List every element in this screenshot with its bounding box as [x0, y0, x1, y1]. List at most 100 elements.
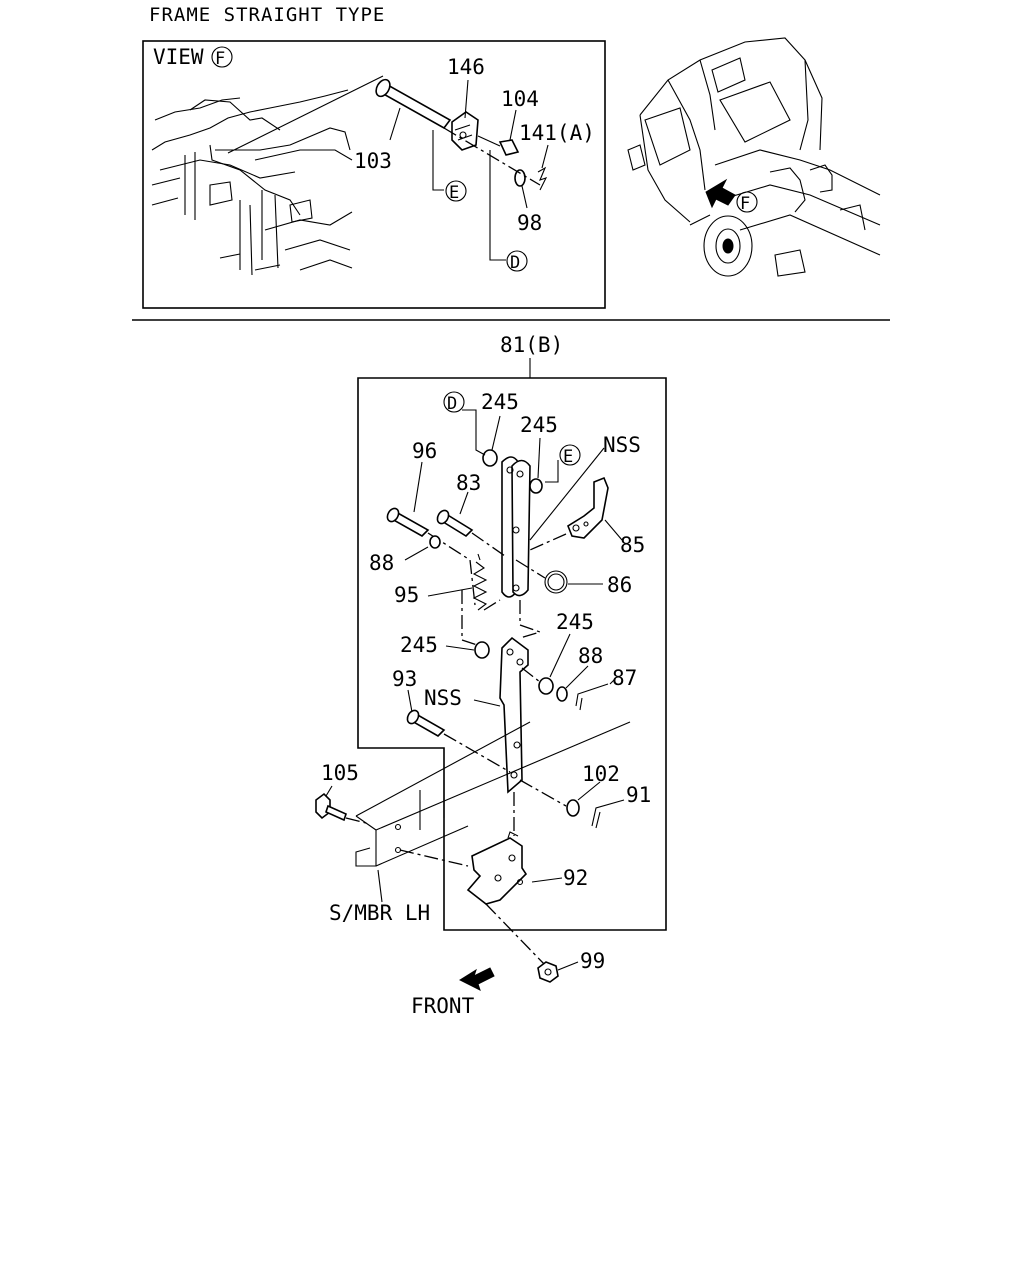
bolt-83-axis [471, 532, 506, 557]
bolt-104 [477, 135, 520, 156]
leader-83 [459, 491, 469, 515]
callout-92: 92 [563, 866, 588, 890]
view-axis-line [443, 127, 541, 186]
leader-smbr [377, 869, 383, 903]
spring-lower-axis [461, 590, 481, 647]
leader-ref-d-main [462, 409, 486, 456]
truck-sketch: F [627, 37, 881, 277]
nut-axis [485, 903, 547, 967]
assembly-boundary [357, 377, 667, 931]
diagram-title: FRAME STRAIGHT TYPE [149, 4, 385, 26]
leader-92 [531, 877, 563, 883]
ref-circle-f-truck: F [736, 191, 758, 214]
frame-label: S/MBR LH [329, 901, 430, 925]
callout-88-lower: 88 [578, 644, 603, 668]
leader-93 [407, 689, 413, 713]
leader-99 [557, 961, 579, 971]
bracket-85-axis [529, 533, 567, 551]
bracket-92 [466, 831, 528, 905]
leader-ref-e [432, 130, 444, 191]
bolt-93 [406, 709, 446, 737]
cotter-pin-91 [591, 799, 625, 829]
washer-98 [514, 169, 526, 187]
callout-245-lower-right: 245 [556, 610, 594, 634]
leader-245-top [491, 415, 501, 451]
callout-88-upper: 88 [369, 551, 394, 575]
svg-text:F: F [740, 194, 750, 214]
view-marker-letter: F [215, 49, 225, 69]
bolt-105 [315, 792, 347, 822]
leader-105 [325, 785, 333, 797]
front-arrow-icon [458, 967, 495, 991]
svg-text:E: E [449, 183, 459, 203]
pin-141 [537, 166, 548, 191]
leader-88-upper [404, 546, 429, 561]
upper-link [501, 456, 531, 598]
leader-141 [541, 144, 549, 169]
bolt-83 [436, 509, 474, 538]
leader-103 [389, 107, 401, 141]
view-f-panel: VIEW F [142, 40, 606, 309]
bracket-85 [567, 476, 609, 539]
truck-wheel [703, 215, 753, 277]
bushing-245-lower-right [538, 677, 554, 695]
callout-86: 86 [607, 573, 632, 597]
callout-141a: 141(A) [519, 121, 595, 145]
callout-85: 85 [620, 533, 645, 557]
spring-axis [483, 599, 501, 611]
svg-text:D: D [510, 253, 520, 273]
callout-99: 99 [580, 949, 605, 973]
lower-lever [499, 636, 529, 794]
leader-nss-lower [473, 699, 501, 707]
nut-99 [537, 961, 559, 983]
bolt-93-axis [443, 733, 511, 773]
leader-104 [509, 109, 517, 141]
pin-103 [375, 78, 452, 130]
ref-circle-e-main: E [559, 444, 581, 467]
spring-95 [472, 553, 488, 611]
view-leader-line [227, 75, 384, 154]
callout-245-right: 245 [520, 413, 558, 437]
callout-81b: 81(B) [500, 333, 563, 357]
link-connector-line [519, 600, 543, 639]
ref-circle-d-main: D [443, 391, 465, 414]
leader-245-lower-left [445, 645, 475, 651]
callout-103: 103 [354, 149, 392, 173]
leader-245-lower-right [549, 633, 571, 678]
view-direction-arrow [705, 178, 736, 209]
leader-95 [427, 587, 473, 597]
callout-245-lower-left: 245 [400, 633, 438, 657]
bushing-245-top [482, 449, 498, 467]
callout-96: 96 [412, 439, 437, 463]
leader-85 [604, 519, 623, 541]
washer-102 [566, 799, 580, 817]
leader-87 [609, 679, 615, 685]
callout-nss-lower: NSS [424, 686, 462, 710]
leader-96 [413, 461, 423, 513]
direction-label: FRONT [411, 994, 475, 1018]
view-cab-sketch [151, 89, 353, 276]
leader-146 [464, 79, 469, 119]
callout-102: 102 [582, 762, 620, 786]
ref-circle-d-view: D [506, 250, 528, 273]
leader-nss-upper [529, 447, 605, 541]
leader-245-right [537, 437, 541, 479]
callout-105: 105 [321, 761, 359, 785]
bushing-245-lower-left [474, 641, 490, 659]
bolt-96-axis [427, 532, 476, 606]
o-ring-86 [544, 570, 568, 594]
bushing-lower-axis [521, 667, 541, 683]
view-f-frame [142, 40, 606, 309]
callout-nss-upper: NSS [603, 433, 641, 457]
bracket-146 [451, 111, 479, 151]
callout-95: 95 [394, 583, 419, 607]
callout-104: 104 [501, 87, 539, 111]
callout-91: 91 [626, 783, 651, 807]
callout-146: 146 [447, 55, 485, 79]
callout-98: 98 [517, 211, 542, 235]
leader-ref-d [489, 150, 506, 261]
bolt-105-axis [345, 817, 371, 825]
bolt-96 [386, 507, 430, 537]
cotter-pin-87 [575, 683, 609, 711]
